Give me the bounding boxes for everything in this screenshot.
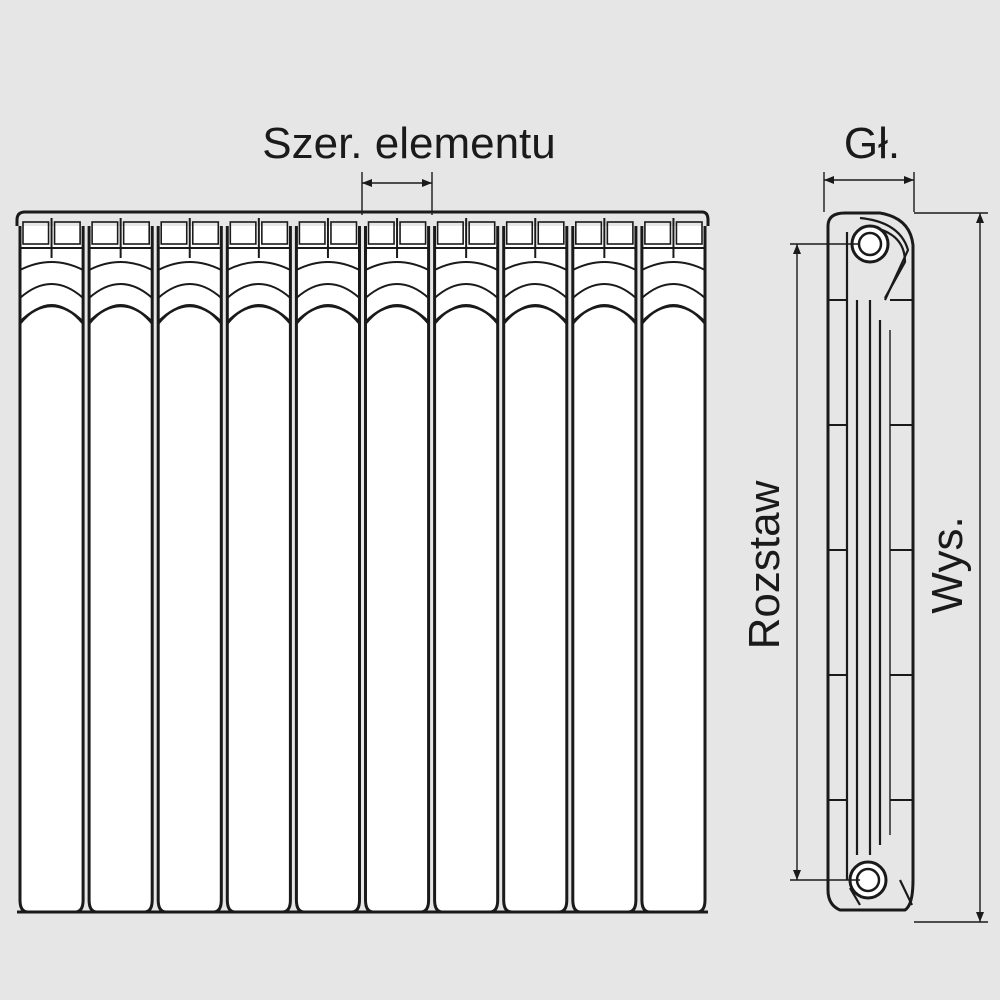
radiator-section	[225, 218, 292, 914]
radiator-section	[640, 218, 707, 914]
radiator-section	[294, 218, 361, 914]
radiator-section	[87, 218, 154, 914]
radiator-top-header	[15, 210, 710, 226]
depth-dimension: Gł.	[823, 119, 915, 212]
height-label: Wys.	[923, 516, 972, 613]
element-width-dimension: Szer. elementu	[262, 119, 556, 215]
spacing-dimension: Rozstaw	[740, 243, 860, 881]
radiator-section	[156, 218, 223, 914]
radiator-section	[18, 218, 85, 914]
side-fins	[828, 299, 913, 801]
radiator-front-view	[15, 210, 710, 914]
element-width-label: Szer. elementu	[262, 119, 556, 168]
radiator-sections	[17, 218, 708, 914]
depth-label: Gł.	[844, 119, 900, 168]
radiator-section	[364, 218, 431, 914]
height-dimension: Wys.	[914, 212, 988, 923]
spacing-label: Rozstaw	[740, 480, 789, 649]
radiator-section	[571, 218, 638, 914]
radiator-side-view	[826, 211, 915, 912]
radiator-section	[502, 218, 569, 914]
radiator-section	[433, 218, 500, 914]
